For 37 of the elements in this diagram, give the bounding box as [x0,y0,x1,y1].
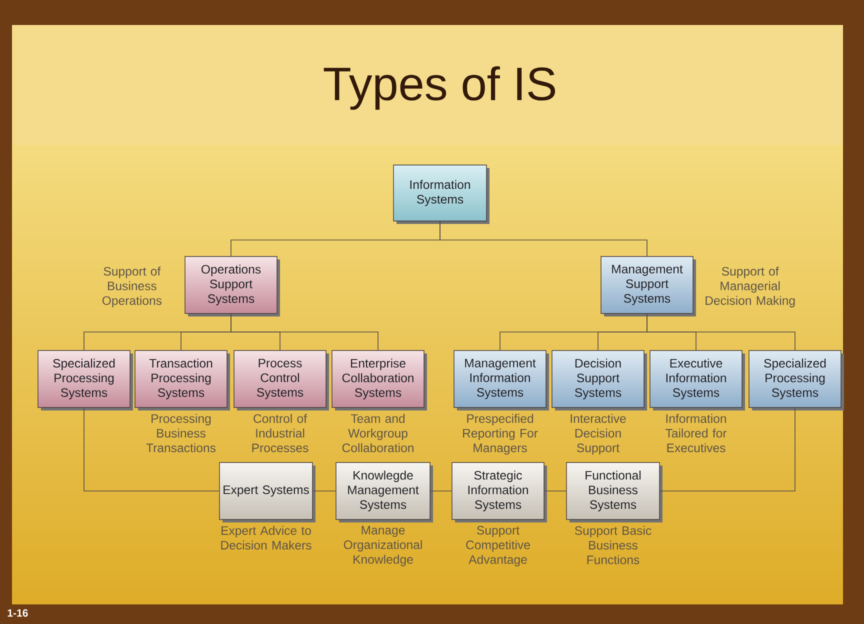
caption-text: Support of Managerial Decision Making [706,266,795,308]
system-box: Strategic Information Systems [452,462,547,522]
system-box: Specialized Processing Systems [748,350,844,410]
system-box: Management Support Systems [600,256,696,316]
system-box: Transaction Processing Systems [134,350,230,410]
connector-line [230,313,378,351]
system-box: Management Information Systems [454,350,549,410]
connector-line [430,490,452,492]
system-box: Knowlegde Management Systems [336,462,433,522]
system-box: Specialized Processing Systems [38,350,133,410]
caption-text: Interactive Decision Support [570,414,626,455]
connector-line [440,220,648,257]
caption-text: Manage Organizational Knowledge [344,526,422,566]
caption-text: Support Competitive Advantage [466,526,530,566]
system-box: Decision Support Systems [552,350,647,410]
system-box: Information Systems [393,164,490,224]
connector-line [84,407,220,492]
system-box: Enterprise Collaboration Systems [332,350,427,410]
connector-line [646,313,796,351]
system-box: Functional Business Systems [566,462,662,522]
connector-line [312,490,336,492]
system-box: Executive Information Systems [650,350,745,410]
caption-text: Support of Business Operations [102,266,162,308]
connector-line [544,490,567,492]
slide-number: 1-16 [8,609,28,617]
caption-text: Control of Industrial Processes [252,414,308,452]
connector-line [659,407,796,492]
caption-text: Support Basic Business Functions [574,526,652,564]
caption-text: Team and Workgroup Collaboration [342,414,414,452]
system-box: Process Control Systems [234,350,329,410]
title: Types of IS [324,66,556,110]
caption-text: Processing Business Transactions [146,414,216,452]
caption-text: Information Tailored for Executives [666,414,727,452]
caption-text: Prespecified Reporting For Managers [463,414,538,455]
system-box: Expert Systems [219,462,316,522]
caption-text: Expert Advice to Decision Makers [221,526,312,550]
system-box: Operations Support Systems [184,256,280,316]
